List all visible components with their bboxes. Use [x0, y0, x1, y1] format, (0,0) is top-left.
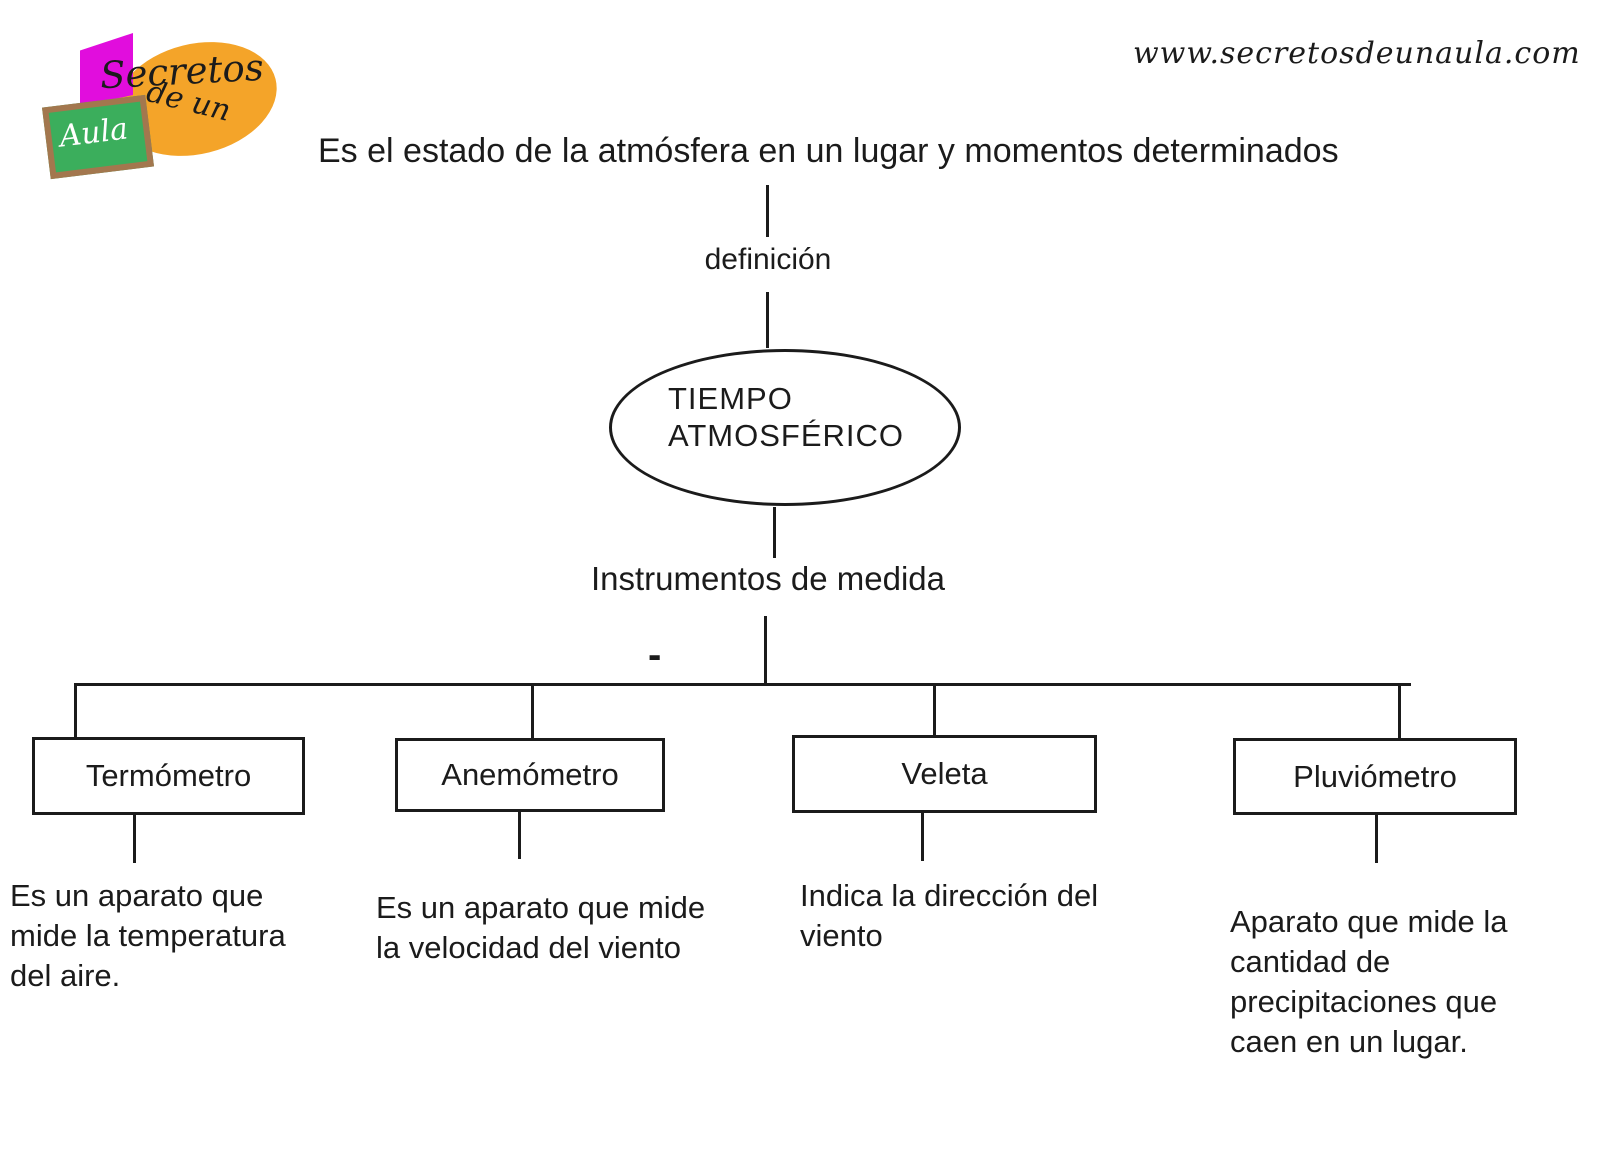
root-node-label: TIEMPO ATMOSFÉRICO — [668, 380, 904, 454]
secretos-de-un-aula-logo: Aula Secretos de un — [0, 0, 320, 200]
logo-word-aula: Aula — [57, 111, 130, 155]
desc-pluviometro: Aparato que mide la cantidad de precipit… — [1230, 904, 1508, 1059]
desc-veleta: Indica la dirección del viento — [800, 878, 1099, 953]
branch-drop-termometro — [74, 686, 77, 737]
definicion-label: definición — [704, 243, 832, 276]
desc-termometro: Es un aparato que mide la temperatura de… — [10, 878, 286, 993]
root-node-ellipse: TIEMPO ATMOSFÉRICO — [609, 349, 961, 506]
branch-drop-anemometro — [531, 686, 534, 738]
node-anemometro: Anemómetro — [395, 738, 665, 812]
website-url: www.secretosdeunaula.com — [1133, 36, 1581, 71]
definition-text: Es el estado de la atmósfera en un lugar… — [318, 132, 1339, 170]
stray-dash: - — [648, 633, 662, 677]
node-veleta: Veleta — [792, 735, 1097, 813]
node-termometro: Termómetro — [32, 737, 305, 815]
instruments-label: Instrumentos de medida — [590, 560, 946, 597]
root-node-line2: ATMOSFÉRICO — [668, 418, 905, 453]
connector-pluviometro-to-desc — [1375, 815, 1378, 863]
connector-root-to-instruments — [773, 507, 776, 558]
connector-anemometro-to-desc — [518, 812, 521, 859]
branch-horizontal-line — [74, 683, 1411, 686]
connector-termometro-to-desc — [133, 815, 136, 863]
branch-drop-veleta — [933, 686, 936, 735]
connector-instruments-to-branch — [764, 616, 767, 684]
root-node-line1: TIEMPO — [668, 381, 793, 416]
connector-definicion-to-root — [766, 292, 769, 348]
node-pluviometro: Pluviómetro — [1233, 738, 1517, 815]
connector-title-to-definicion — [766, 185, 769, 237]
desc-anemometro: Es un aparato que mide la velocidad del … — [376, 890, 706, 965]
branch-drop-pluviometro — [1398, 686, 1401, 738]
connector-veleta-to-desc — [921, 813, 924, 861]
logo-chalkboard: Aula — [42, 94, 154, 180]
